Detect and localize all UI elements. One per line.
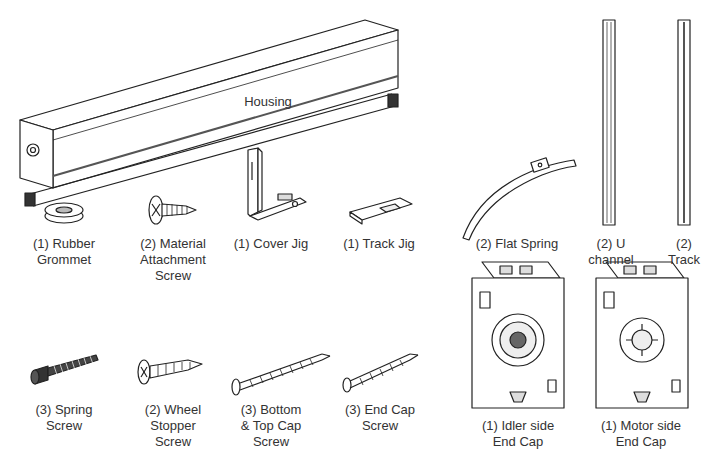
spring-screw-drawing xyxy=(31,355,98,384)
part-label: (1) Motor side End Cap xyxy=(589,418,693,450)
track-jig-drawing xyxy=(350,198,412,224)
part-label: (2) Track xyxy=(664,236,704,268)
u-channel-drawing xyxy=(603,20,615,225)
track-drawing xyxy=(678,20,690,225)
screw-drawing xyxy=(343,354,418,392)
part-label: (3) End Cap Screw xyxy=(340,402,420,434)
part-label: (2) Material Attachment Screw xyxy=(133,236,213,284)
part-label: (3) Spring Screw xyxy=(26,402,102,434)
part-label: Housing xyxy=(244,94,292,110)
part-label: (1) Rubber Grommet xyxy=(24,236,104,268)
flat-spring-drawing xyxy=(463,158,576,240)
part-label: (2) Wheel Stopper Screw xyxy=(138,402,208,450)
part-label: (1) Idler side End Cap xyxy=(472,418,564,450)
part-label: (3) Bottom & Top Cap Screw xyxy=(235,402,307,450)
part-label: (2) U channel xyxy=(585,236,637,268)
part-label: (2) Flat Spring xyxy=(476,236,558,252)
screw-drawing xyxy=(138,360,202,384)
housing-drawing xyxy=(20,20,398,206)
screw-drawing xyxy=(232,354,330,395)
end-cap-drawing xyxy=(596,262,688,408)
part-label: (1) Cover Jig xyxy=(234,236,308,252)
cover-jig-drawing xyxy=(248,148,306,220)
screw-drawing xyxy=(149,196,196,224)
end-cap-drawing xyxy=(472,262,564,408)
part-label: (1) Track Jig xyxy=(343,236,415,252)
grommet-drawing xyxy=(45,203,83,223)
